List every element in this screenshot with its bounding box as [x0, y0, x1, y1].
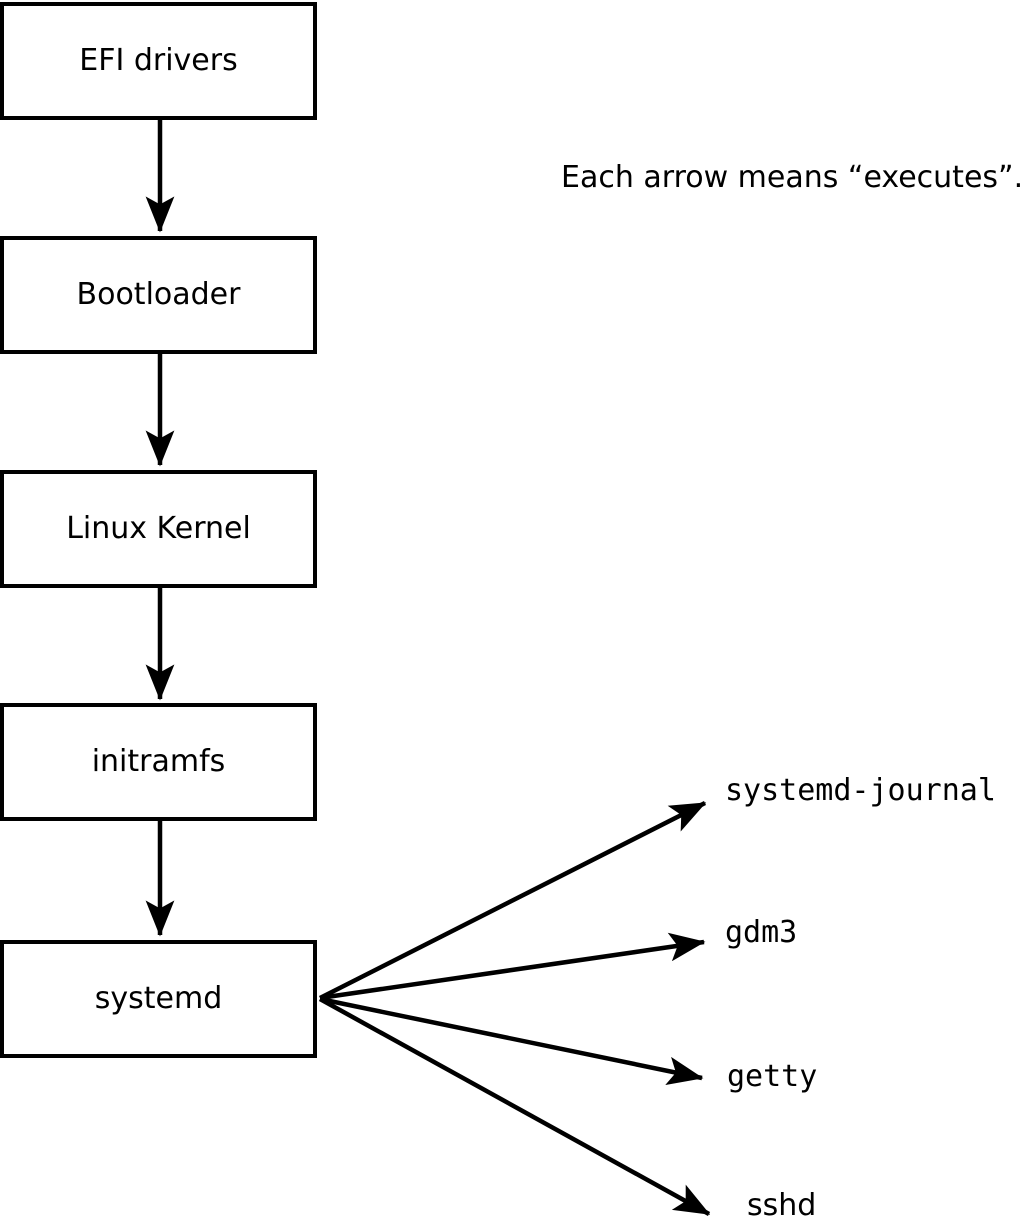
node-label: Linux Kernel [66, 511, 251, 546]
node-systemd: systemd [0, 940, 317, 1058]
node-label: EFI drivers [79, 43, 238, 78]
node-bootloader: Bootloader [0, 236, 317, 354]
node-efi-drivers: EFI drivers [0, 2, 317, 120]
node-label: Bootloader [76, 277, 241, 312]
node-label: initramfs [91, 744, 226, 779]
node-initramfs: initramfs [0, 703, 317, 821]
caption-arrow-meaning: Each arrow means “executes”. [561, 160, 1023, 195]
node-linux-kernel: Linux Kernel [0, 470, 317, 588]
edge-systemd-to-sshd [318, 997, 711, 1216]
edge-systemd-to-gdm3 [319, 932, 706, 1001]
node-label: systemd [94, 981, 223, 1016]
leaf-systemd-journal: systemd-journal [725, 773, 996, 808]
leaf-sshd: sshd [747, 1188, 817, 1223]
leaf-getty: getty [727, 1059, 818, 1094]
leaf-gdm3: gdm3 [725, 915, 798, 950]
edge-systemd-to-getty [319, 996, 704, 1086]
edge-systemd-to-systemd-journal [318, 800, 707, 1001]
